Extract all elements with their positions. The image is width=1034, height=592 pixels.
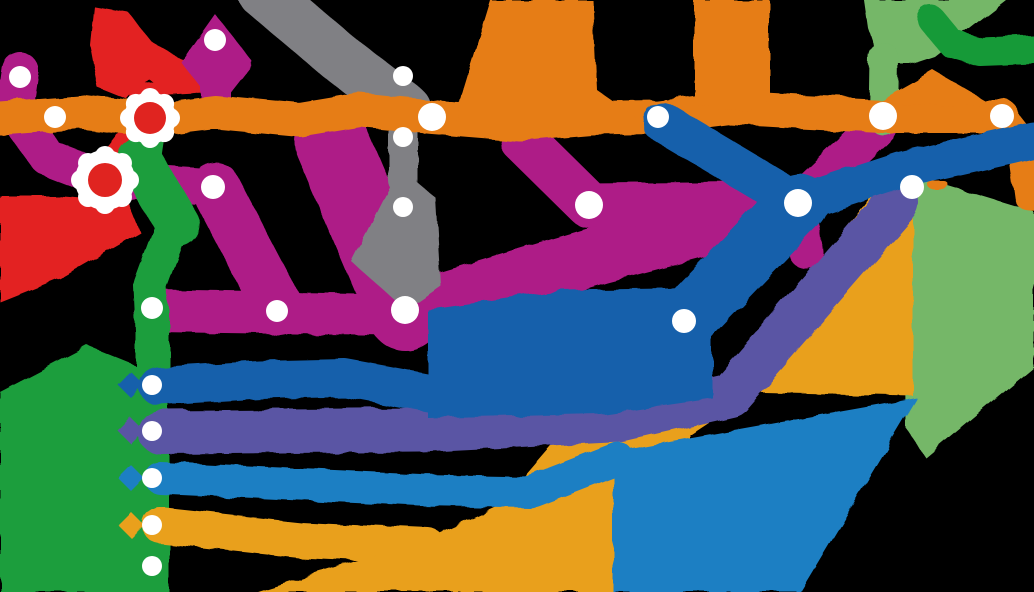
orange-line-ribbon	[455, 0, 640, 120]
station-marker[interactable]	[44, 106, 66, 128]
station-marker[interactable]	[672, 309, 696, 333]
line-darkgreen-line	[918, 6, 1034, 66]
interchange-station-marker[interactable]	[575, 191, 603, 219]
interchange-station-marker[interactable]	[391, 296, 419, 324]
lightblue-line-terminus-diamond	[118, 465, 144, 491]
station-marker[interactable]	[900, 175, 924, 199]
marker-red-dot	[134, 102, 166, 134]
darkblue-line-segment	[780, 122, 1034, 221]
darkblue-line-ribbon	[428, 288, 712, 418]
stations-layer	[9, 29, 1014, 576]
orange-line-tick	[928, 181, 948, 189]
darkblue-line-segment	[642, 102, 818, 223]
green-line-ribbon	[0, 346, 152, 592]
gray-line-segment	[238, 0, 430, 133]
station-marker[interactable]	[142, 421, 162, 441]
marker-red-dot	[88, 163, 122, 197]
red-line-ribbon	[90, 6, 205, 100]
magenta-line-segment	[190, 162, 305, 336]
station-marker[interactable]	[393, 197, 413, 217]
lightblue-line-ribbon	[613, 398, 917, 592]
station-marker[interactable]	[204, 29, 226, 51]
line-darkblue-line	[118, 102, 1034, 418]
line-slate-line	[118, 181, 919, 454]
station-marker[interactable]	[141, 297, 163, 319]
orange-line-ribbon	[873, 70, 995, 106]
station-marker[interactable]	[142, 556, 162, 576]
red-line-ribbon	[0, 196, 140, 302]
slate-line-segment	[138, 181, 919, 454]
station-marker[interactable]	[142, 375, 162, 395]
route-endpoint-marker[interactable]	[120, 88, 180, 148]
slate-line-terminus-diamond	[118, 418, 144, 444]
darkblue-line-segment	[654, 173, 828, 352]
station-marker[interactable]	[393, 66, 413, 86]
endpoint-markers-layer	[71, 88, 180, 214]
gray-line-ribbon	[352, 168, 441, 310]
station-marker[interactable]	[990, 104, 1014, 128]
route-endpoint-marker[interactable]	[71, 146, 139, 214]
interchange-station-marker[interactable]	[418, 103, 446, 131]
darkblue-line-segment	[139, 359, 451, 413]
station-marker[interactable]	[9, 66, 31, 88]
amber-line-terminus-diamond	[118, 512, 144, 538]
station-marker[interactable]	[393, 127, 413, 147]
station-marker[interactable]	[266, 300, 288, 322]
orange-line-ribbon	[694, 0, 770, 112]
line-lightblue-line	[118, 398, 917, 592]
lightgreen-line-ribbon	[898, 168, 1034, 458]
lightblue-line-segment	[144, 442, 634, 508]
darkgreen-line-segment	[918, 6, 1034, 66]
darkblue-line-terminus-diamond	[118, 372, 144, 398]
station-marker[interactable]	[142, 468, 162, 488]
station-marker[interactable]	[201, 175, 225, 199]
green-line-segment	[118, 138, 200, 247]
interchange-station-marker[interactable]	[784, 189, 812, 217]
magenta-line-ribbon	[181, 14, 253, 108]
station-marker[interactable]	[647, 106, 669, 128]
interchange-station-marker[interactable]	[869, 102, 897, 130]
amber-line-segment	[142, 507, 446, 564]
station-marker[interactable]	[142, 515, 162, 535]
